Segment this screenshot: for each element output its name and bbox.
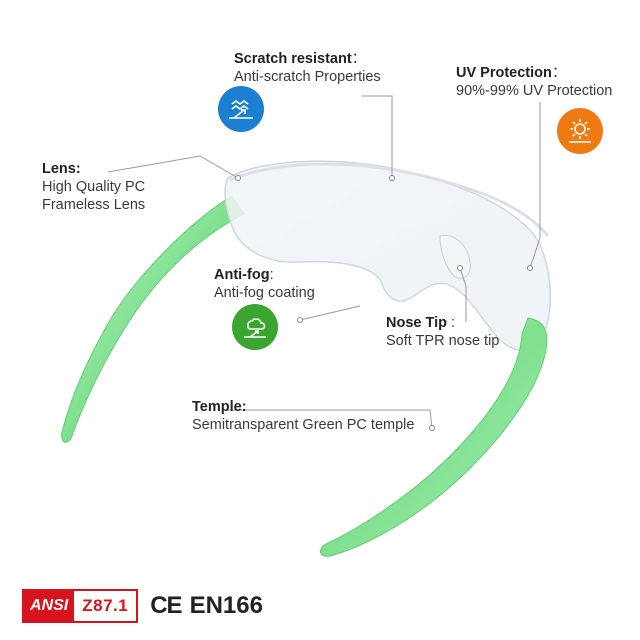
scratch-sep: ： xyxy=(351,51,367,67)
nosetip-leader xyxy=(459,267,467,322)
antifog-desc: Anti-fog coating xyxy=(214,285,315,301)
scratch-icon xyxy=(218,86,264,132)
lens-desc-line2: Frameless Lens xyxy=(42,197,146,213)
scratch-title: Scratch resistant xyxy=(234,51,352,67)
certification-badges: ANSI Z87.1 CE EN166 xyxy=(22,588,263,624)
lens-desc-line1: High Quality PC xyxy=(42,179,146,195)
antifog-leader xyxy=(299,305,361,321)
antifog-title: Anti-fog xyxy=(214,267,270,283)
antifog-sep: : xyxy=(269,267,274,283)
uv-sep: ： xyxy=(551,65,567,81)
fog-cloud-icon xyxy=(232,304,278,350)
callout-temple: Temple: Semitransparent Green PC temple xyxy=(192,398,414,434)
scratch-leader xyxy=(362,95,393,178)
leader-dots xyxy=(235,175,533,431)
right-temple-arm xyxy=(320,317,548,557)
ansi-code: Z87.1 xyxy=(82,596,129,615)
callout-nosetip: Nose Tip : Soft TPR nose tip xyxy=(386,314,499,350)
ansi-badge: ANSI Z87.1 xyxy=(22,589,139,623)
scratch-desc: Anti-scratch Properties xyxy=(234,69,381,85)
uv-leader xyxy=(529,102,541,269)
ansi-word: ANSI xyxy=(24,591,75,621)
sun-uv-icon xyxy=(557,108,603,154)
left-temple-arm xyxy=(61,195,245,443)
leader-lines xyxy=(107,95,541,429)
lens-title: Lens: xyxy=(42,161,81,177)
temple-desc: Semitransparent Green PC temple xyxy=(192,417,415,433)
callout-lens: Lens: High Quality PC Frameless Lens xyxy=(42,160,145,214)
nosetip-sep: : xyxy=(446,315,456,331)
callout-scratch: Scratch resistant： Anti-scratch Properti… xyxy=(234,50,381,86)
callout-uv: UV Protection： 90%-99% UV Protection xyxy=(456,64,612,100)
uv-desc: 90%-99% UV Protection xyxy=(456,83,613,99)
uv-title: UV Protection xyxy=(456,65,552,81)
lens-leader xyxy=(107,155,239,179)
callout-antifog: Anti-fog: Anti-fog coating xyxy=(214,266,315,302)
ce-mark: CE xyxy=(150,592,182,619)
en-standard: EN166 xyxy=(189,592,263,619)
nosetip-title: Nose Tip xyxy=(386,315,447,331)
nosetip-desc: Soft TPR nose tip xyxy=(386,333,500,349)
temple-leader xyxy=(226,409,433,429)
temple-title: Temple: xyxy=(192,399,247,415)
lens-top-rim xyxy=(229,162,550,237)
